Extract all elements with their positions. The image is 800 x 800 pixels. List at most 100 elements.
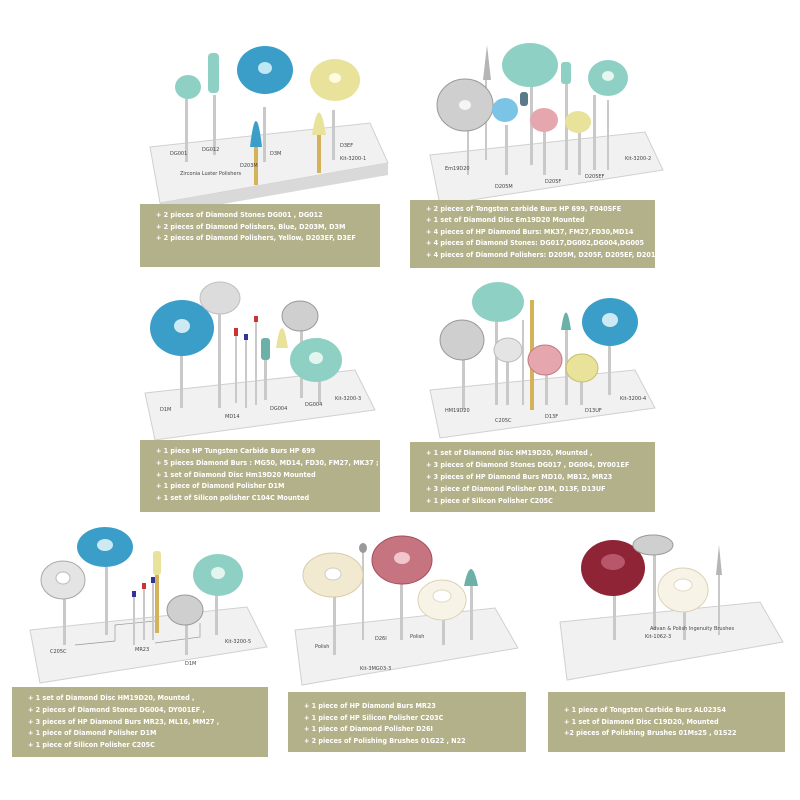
carbide-bur-al023s4 [716, 545, 722, 575]
diamond-polisher-teal [472, 282, 524, 322]
shaft [593, 95, 596, 170]
brush-hub [601, 554, 625, 570]
slot-label: DG004 [305, 402, 322, 408]
shaft [105, 550, 108, 635]
slot-label: D203M [240, 163, 258, 169]
caption-line: + 3 pieces of Diamond Stones DG017 , DG0… [426, 460, 630, 469]
kit-number: Kit-3200-4 [620, 396, 646, 402]
slot-label: HM19D20 [445, 408, 470, 414]
kit-number: Kit-3200-1 [340, 156, 366, 162]
kit-1-caption: + 2 pieces of Diamond Stones DG001 , DG0… [140, 204, 380, 267]
caption-line: + 2 pieces of Tongsten carbide Burs HP 6… [426, 204, 622, 213]
shaft [362, 550, 364, 640]
base-trace [154, 623, 201, 644]
diamond-disc-hm19d20 [439, 319, 485, 361]
slot-label: D3M [270, 151, 281, 157]
diamond-stone [520, 92, 528, 106]
diamond-stone-dg004 [561, 62, 571, 84]
polisher-hub [211, 567, 225, 579]
caption-line: + 1 set of Diamond Disc HM19D20, Mounted… [426, 448, 593, 457]
kit-number: Kit-3200-5 [225, 639, 251, 645]
slot-label: Polish [315, 644, 329, 650]
diamond-stone-dg005 [565, 111, 591, 133]
bur-band [132, 591, 136, 597]
shaft [264, 340, 267, 400]
caption-line: + 3 piece of Diamond Polisher D1M, D13F,… [426, 484, 606, 493]
polisher-cone [276, 328, 288, 348]
caption-line: + 2 pieces of Polishing Brushes 01G22 , … [304, 735, 466, 745]
diamond-stone-dg017 [561, 312, 571, 330]
kit-6-photo: Polish D26I Polish Kit-3MG03-3 [294, 535, 519, 686]
slot-label: MR23 [135, 647, 149, 653]
kit-3-base [144, 369, 376, 441]
shaft [580, 370, 583, 405]
kit-5-caption: + 1 set of Diamond Disc HM19D20, Mounted… [12, 687, 268, 757]
shaft [263, 107, 266, 162]
shaft [653, 550, 656, 630]
shaft [235, 333, 237, 403]
shaft [143, 585, 145, 640]
silicon-polisher-c205c [493, 337, 523, 363]
silicon-polisher-c203c [464, 569, 478, 586]
bur-band [254, 316, 258, 322]
slot-label: DG001 [170, 151, 187, 157]
caption-line: + 1 piece of Diamond Polisher D1M [28, 728, 157, 738]
diamond-stone-dg001 [175, 75, 201, 99]
slot-label: DG004 [270, 406, 287, 412]
shaft [462, 340, 465, 410]
slot-label: D205M [495, 184, 513, 190]
shaft [152, 580, 154, 640]
caption-line: + 5 pieces Diamond Burs : MG50, MD14, FD… [156, 457, 379, 467]
caption-line: + 4 pieces of Diamond Polishers: D205M, … [426, 249, 655, 259]
shaft [607, 100, 609, 170]
slot-label: Polish [410, 634, 424, 640]
shaft [578, 130, 581, 175]
kit-7-caption: + 1 piece of Tongsten Carbide Burs AL023… [548, 692, 785, 752]
blue-polisher-d203m [250, 121, 262, 147]
kit-5: C205C MR23 D1M Kit-3200-5 [15, 525, 280, 685]
diamond-bur-mr23 [359, 543, 367, 553]
caption-line: + 1 piece of Diamond Polisher D26I [304, 724, 433, 733]
shaft [185, 97, 188, 162]
kit-2-caption: + 2 pieces of Tongsten carbide Burs HP 6… [410, 200, 655, 268]
caption-line: + 2 pieces of Diamond Stones DG004, DY00… [28, 704, 205, 714]
slot-label: D205F [545, 179, 561, 185]
kit-3-photo: D1M MD14 DG004 DG004 Kit-3200-3 [144, 281, 376, 441]
diamond-disc-c19d20 [632, 534, 674, 556]
polisher-hub [329, 73, 341, 83]
felt-hub [432, 589, 452, 603]
caption-line: + 2 pieces of Diamond Polishers, Blue, D… [156, 221, 346, 231]
shaft [155, 553, 159, 633]
slot-label: D3EF [340, 143, 353, 149]
slot-label: D1M [160, 407, 171, 413]
polisher-hub [258, 62, 272, 74]
shaft [218, 313, 221, 408]
felt-hub [673, 578, 693, 592]
kit-1: Zirconia Luster Polishers Kit-3200-1 DG0… [140, 35, 400, 215]
shaft [180, 348, 183, 408]
shaft [333, 580, 336, 655]
silicon-polisher-c104c [199, 281, 241, 315]
caption-line: + 1 set of Diamond Disc Hm19D20 Mounted [156, 469, 316, 479]
kit-number: Kit-3200-2 [625, 156, 651, 162]
shaft [255, 320, 257, 405]
shaft [133, 595, 135, 645]
diamond-stone-dg002 [530, 108, 558, 132]
caption-line: + 2 pieces of Diamond Polishers, Yellow,… [156, 233, 356, 243]
shaft [467, 105, 469, 175]
shaft [522, 320, 524, 405]
shaft [543, 130, 546, 175]
diamond-stone-dg017 [492, 98, 518, 122]
carbide-bur-hp699 [483, 45, 491, 80]
base-title: Zirconia Luster Polishers [180, 171, 242, 177]
caption-line: + 1 set of Silicon polisher C104C Mounte… [156, 493, 310, 503]
caption-line: + 1 piece of HP Diamond Burs MR23 [304, 701, 436, 710]
kit-number: Kit-1062-3 [645, 634, 671, 640]
polisher-hub [97, 539, 113, 551]
shaft [317, 133, 321, 173]
kit-number: Kit-3MG03-3 [360, 666, 391, 672]
kit-number: Kit-3200-3 [335, 396, 361, 402]
shaft [613, 580, 616, 640]
caption-line: + 1 piece HP Tungsten Carbide Burs HP 69… [156, 446, 316, 455]
shaft [332, 110, 335, 160]
